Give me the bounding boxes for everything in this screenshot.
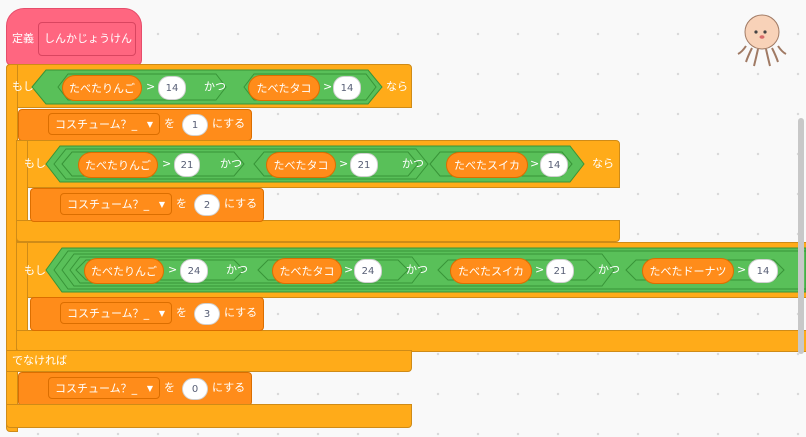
if-else-bottom: [6, 404, 412, 428]
var-reporter[interactable]: たべたりんご: [84, 258, 164, 284]
and-label: かつ: [204, 80, 226, 93]
gt-operator: >: [737, 263, 747, 276]
set-label: にする: [224, 197, 258, 210]
number-input[interactable]: 14: [158, 76, 186, 100]
gt-operator: >: [530, 157, 540, 170]
var-reporter[interactable]: たべたりんご: [78, 152, 158, 178]
gt-operator: >: [535, 263, 545, 276]
number-input[interactable]: 21: [546, 259, 574, 283]
then-label: なら: [386, 80, 408, 93]
var-reporter[interactable]: たべたりんご: [62, 75, 142, 101]
number-input[interactable]: 3: [194, 303, 220, 325]
else-label: でなければ: [12, 354, 67, 367]
else-section: [6, 350, 412, 372]
custom-block-name: [38, 22, 136, 56]
gt-operator: >: [146, 80, 156, 93]
and-label: かつ: [402, 157, 424, 170]
and-label: かつ: [406, 263, 428, 276]
costume-dropdown[interactable]: コスチューム？_▼: [48, 113, 160, 135]
number-input[interactable]: 24: [354, 259, 382, 283]
vertical-scrollbar[interactable]: [798, 118, 804, 354]
number-input[interactable]: 14: [333, 76, 361, 100]
var-reporter[interactable]: たべたドーナツ: [642, 258, 734, 284]
number-input[interactable]: 14: [748, 259, 778, 283]
var-reporter[interactable]: たべたスイカ: [450, 258, 532, 284]
if-label: もし: [12, 80, 34, 93]
set-label: にする: [212, 381, 246, 394]
and-label: かつ: [220, 157, 242, 170]
if-label: もし: [24, 264, 46, 277]
to-label: を: [176, 306, 187, 319]
var-reporter[interactable]: たべたタコ: [248, 75, 320, 101]
to-label: を: [176, 197, 187, 210]
number-input[interactable]: 1: [182, 114, 208, 136]
and-label: かつ: [226, 263, 248, 276]
to-label: を: [164, 117, 175, 130]
var-reporter[interactable]: たべたスイカ: [446, 152, 528, 178]
var-reporter[interactable]: たべたタコ: [266, 152, 336, 178]
costume-dropdown[interactable]: コスチューム？_▼: [48, 377, 160, 399]
if-block-bottom: [16, 220, 620, 242]
gt-operator: >: [339, 157, 349, 170]
chevron-down-icon: ▼: [158, 199, 165, 209]
number-input[interactable]: 21: [174, 153, 200, 177]
gt-operator: >: [344, 263, 354, 276]
to-label: を: [164, 381, 175, 394]
if-block-bottom: [16, 330, 806, 352]
number-input[interactable]: 14: [540, 153, 568, 177]
chevron-down-icon: ▼: [158, 308, 165, 318]
set-label: にする: [212, 117, 246, 130]
number-input[interactable]: 0: [182, 378, 208, 400]
number-input[interactable]: 24: [180, 259, 208, 283]
number-input[interactable]: 2: [194, 194, 220, 216]
if-label: もし: [24, 157, 46, 170]
number-input[interactable]: 21: [350, 153, 378, 177]
chevron-down-icon: ▼: [146, 383, 153, 393]
and-label: かつ: [598, 263, 620, 276]
custom-block-name-text: しんかじょうけん: [44, 32, 132, 45]
costume-dropdown[interactable]: コスチューム？_▼: [60, 302, 172, 324]
define-label: 定義: [12, 32, 34, 45]
var-reporter[interactable]: たべたタコ: [272, 258, 342, 284]
chevron-down-icon: ▼: [146, 119, 153, 129]
gt-operator: >: [323, 80, 333, 93]
gt-operator: >: [162, 157, 172, 170]
then-label: なら: [592, 157, 614, 170]
octopus-sprite-icon: [737, 14, 787, 67]
set-label: にする: [224, 306, 258, 319]
gt-operator: >: [168, 263, 178, 276]
costume-dropdown[interactable]: コスチューム？_▼: [60, 193, 172, 215]
